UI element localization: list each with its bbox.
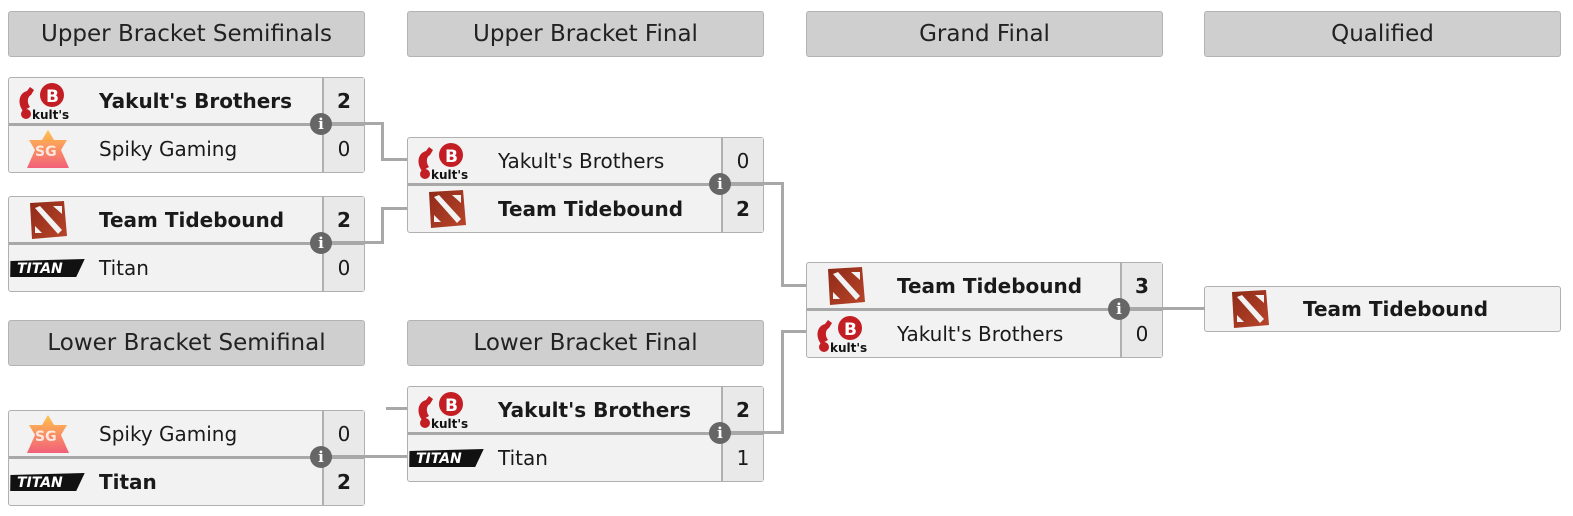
team-score: 2 <box>721 186 763 232</box>
header-upper-bracket-final: Upper Bracket Final <box>407 11 764 57</box>
team-row[interactable]: TITAN Titan 2 <box>9 459 364 505</box>
dota-logo <box>408 186 486 232</box>
svg-text:kult's: kult's <box>830 341 867 354</box>
connector <box>781 284 806 287</box>
yakults-logo: B kult's <box>807 311 885 357</box>
connector <box>381 122 384 160</box>
connector <box>781 182 784 286</box>
titan-logo: TITAN <box>408 435 486 481</box>
connector <box>330 455 407 458</box>
svg-text:kult's: kult's <box>431 168 468 181</box>
team-name: Titan <box>99 256 149 280</box>
match-info-icon[interactable]: i <box>1108 298 1130 320</box>
svg-text:SG: SG <box>35 429 57 445</box>
connector <box>730 182 783 185</box>
svg-text:B: B <box>844 320 857 340</box>
team-name: Yakult's Brothers <box>498 397 692 422</box>
team-row[interactable]: TITAN Titan 0 <box>9 245 364 291</box>
svg-text:TITAN: TITAN <box>416 451 462 467</box>
header-qualified: Qualified <box>1204 11 1561 57</box>
team-name: Team Tidebound <box>498 197 684 221</box>
yakults-logo: B kult's <box>408 387 486 433</box>
header-upper-bracket-semifinals: Upper Bracket Semifinals <box>8 11 365 57</box>
team-score: 0 <box>322 126 364 172</box>
match-info-icon[interactable]: i <box>310 446 332 468</box>
connector <box>330 122 383 125</box>
team-row[interactable]: B kult's Yakult's Brothers 2 <box>408 387 763 435</box>
header-lower-bracket-final: Lower Bracket Final <box>407 320 764 366</box>
team-score: 0 <box>1120 311 1162 357</box>
connector <box>781 330 784 434</box>
connector <box>730 431 783 434</box>
connector <box>381 207 407 210</box>
team-row[interactable]: TITAN Titan 1 <box>408 435 763 481</box>
team-row[interactable]: B kult's Yakult's Brothers 0 <box>807 311 1162 357</box>
team-name: Yakult's Brothers <box>897 322 1064 346</box>
svg-text:B: B <box>445 396 458 416</box>
connector <box>330 241 383 244</box>
connector <box>381 207 384 244</box>
team-name: Yakult's Brothers <box>99 88 293 113</box>
team-name: Titan <box>498 446 548 470</box>
svg-text:kult's: kult's <box>32 108 69 121</box>
svg-text:kult's: kult's <box>431 417 468 430</box>
svg-text:SG: SG <box>35 144 57 160</box>
svg-text:B: B <box>445 147 458 167</box>
match-info-icon[interactable]: i <box>310 232 332 254</box>
connector <box>781 330 806 333</box>
yakults-logo: B kult's <box>408 138 486 184</box>
team-name: Team Tidebound <box>99 207 285 232</box>
team-score: 0 <box>322 245 364 291</box>
dota-logo <box>807 263 885 309</box>
team-score: 2 <box>322 459 364 505</box>
qualified-team-name: Team Tidebound <box>1303 297 1489 321</box>
svg-text:TITAN: TITAN <box>17 475 63 491</box>
team-name: Yakult's Brothers <box>498 148 665 173</box>
match-info-icon[interactable]: i <box>310 113 332 135</box>
svg-text:TITAN: TITAN <box>17 261 63 277</box>
svg-text:B: B <box>46 87 59 107</box>
header-grand-final: Grand Final <box>806 11 1163 57</box>
match-info-icon[interactable]: i <box>709 422 731 444</box>
team-name: Team Tidebound <box>897 273 1083 298</box>
spiky-logo: SG <box>9 126 87 172</box>
titan-logo: TITAN <box>9 245 87 291</box>
team-score: 1 <box>721 435 763 481</box>
team-row[interactable]: SG Spiky Gaming 0 <box>9 126 364 172</box>
yakults-logo: B kult's <box>9 78 87 124</box>
match-info-icon[interactable]: i <box>709 173 731 195</box>
connector <box>386 407 407 410</box>
match-lower-final[interactable]: B kult's Yakult's Brothers 2 TITAN Titan 1… <box>407 386 764 482</box>
team-name: Titan <box>99 470 157 494</box>
spiky-logo: SG <box>9 411 87 457</box>
dota-logo <box>1211 286 1289 332</box>
qualified-team[interactable]: Team Tidebound <box>1204 286 1561 332</box>
team-row[interactable]: Team Tidebound 2 <box>408 186 763 232</box>
titan-logo: TITAN <box>9 459 87 505</box>
team-name: Spiky Gaming <box>99 421 238 446</box>
team-score: 2 <box>721 387 763 432</box>
team-name: Spiky Gaming <box>99 137 238 161</box>
header-lower-bracket-semifinal: Lower Bracket Semifinal <box>8 320 365 366</box>
connector <box>381 158 407 161</box>
connector <box>1128 307 1205 310</box>
dota-logo <box>9 197 87 243</box>
